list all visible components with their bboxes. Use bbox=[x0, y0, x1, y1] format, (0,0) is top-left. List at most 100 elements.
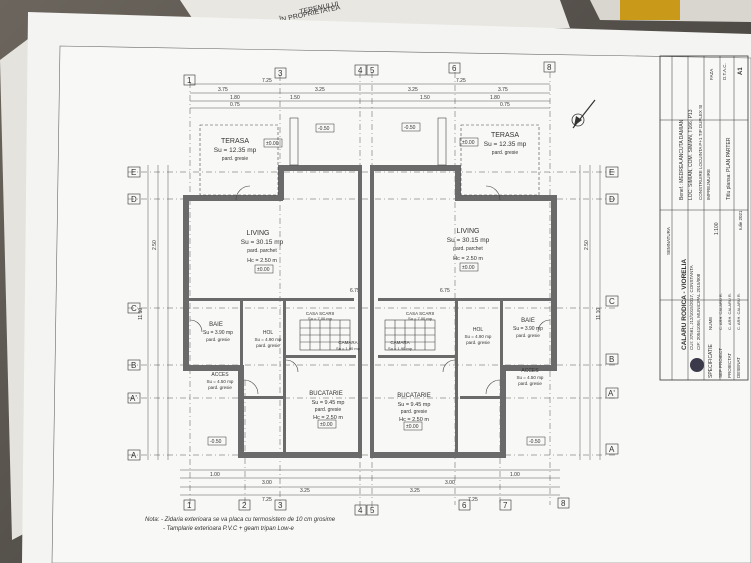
svg-text:7.25: 7.25 bbox=[262, 78, 272, 84]
svg-text:B: B bbox=[609, 355, 614, 364]
svg-text:1.50: 1.50 bbox=[420, 95, 430, 101]
room-area: Su = 1.90 mp bbox=[336, 346, 361, 351]
svg-text:3: 3 bbox=[278, 69, 283, 78]
room-area: Su = 3.90 mp bbox=[513, 326, 543, 332]
room-name: CASA SCARII bbox=[406, 311, 434, 316]
svg-text:8: 8 bbox=[561, 499, 566, 508]
svg-text:3.25: 3.25 bbox=[410, 488, 420, 494]
svg-text:±0.00: ±0.00 bbox=[406, 424, 419, 430]
svg-text:3.25: 3.25 bbox=[300, 488, 310, 494]
svg-text:7: 7 bbox=[503, 501, 508, 510]
axis-labels-top: 1 3 4 5 6 8 bbox=[183, 61, 556, 86]
room-height: Hc = 2.50 m bbox=[399, 417, 429, 423]
notes: Nota: - Zidaria exterioara se va placa c… bbox=[145, 517, 336, 532]
svg-text:0.75: 0.75 bbox=[230, 102, 240, 108]
svg-text:-0.50: -0.50 bbox=[529, 439, 541, 445]
role-signature: SEMNATURA bbox=[666, 227, 671, 255]
location: LOC: SIMIAN, COM. SIMIAN, T166, P13 bbox=[688, 109, 694, 200]
room-area: Su = 4.50 mp bbox=[517, 375, 544, 380]
svg-text:A: A bbox=[609, 445, 615, 454]
svg-text:1.00: 1.00 bbox=[510, 472, 520, 478]
svg-text:±0.00: ±0.00 bbox=[320, 422, 333, 428]
exterior-walls bbox=[183, 165, 557, 458]
sheet-title: Titlu plansa: PLAN PARTER bbox=[726, 137, 732, 200]
room-name: LIVING bbox=[457, 228, 480, 235]
dimension-lines bbox=[147, 83, 601, 496]
svg-text:-0.50: -0.50 bbox=[404, 125, 416, 131]
room-area: Su = 1.90 mp bbox=[388, 346, 413, 351]
svg-text:D: D bbox=[131, 195, 137, 204]
svg-text:C: C bbox=[609, 297, 615, 306]
svg-text:3.75: 3.75 bbox=[218, 87, 228, 93]
svg-text:2: 2 bbox=[242, 501, 247, 510]
svg-text:2.50: 2.50 bbox=[152, 240, 158, 250]
svg-text:C: C bbox=[131, 304, 137, 313]
room-floor: pard. parchet bbox=[247, 248, 277, 254]
plan-border bbox=[51, 45, 751, 563]
svg-text:1.80: 1.80 bbox=[490, 95, 500, 101]
svg-text:3.00: 3.00 bbox=[445, 480, 455, 486]
company-id: CUI: 37561, J12/1015/2017, CONSTANTA bbox=[689, 265, 694, 350]
svg-text:E: E bbox=[609, 168, 614, 177]
room-floor: pard. gresie bbox=[222, 156, 249, 162]
svg-text:1: 1 bbox=[187, 501, 192, 510]
room-name: HOL bbox=[473, 327, 484, 333]
room-area: Su = 4.90 mp bbox=[465, 334, 492, 339]
svg-text:3.25: 3.25 bbox=[315, 87, 325, 93]
yellow-tool bbox=[620, 0, 680, 20]
role-designed: PROIECTAT bbox=[727, 353, 732, 378]
svg-text:D: D bbox=[609, 195, 615, 204]
room-name: CAMARA bbox=[338, 340, 357, 345]
svg-text:±0.00: ±0.00 bbox=[462, 265, 475, 271]
svg-text:7.25: 7.25 bbox=[262, 497, 272, 503]
terraces bbox=[199, 117, 540, 196]
svg-text:6.75: 6.75 bbox=[350, 288, 360, 294]
svg-text:7.25: 7.25 bbox=[468, 497, 478, 503]
svg-text:4: 4 bbox=[358, 66, 363, 75]
room-name: HOL bbox=[263, 330, 274, 336]
svg-text:-0.50: -0.50 bbox=[210, 439, 222, 445]
svg-text:1: 1 bbox=[187, 76, 192, 85]
svg-text:3.00: 3.00 bbox=[262, 480, 272, 486]
room-floor: pard. parchet bbox=[453, 246, 483, 252]
axis-labels-bottom: 1 2 3 4 5 6 7 8 bbox=[183, 497, 570, 516]
svg-text:6.75: 6.75 bbox=[440, 288, 450, 294]
room-floor: pard. gresie bbox=[208, 385, 232, 390]
room-floor: pard. gresie bbox=[256, 343, 280, 348]
room-area: Su = 7.00 mp bbox=[408, 316, 433, 321]
room-name: LIVING bbox=[247, 230, 270, 237]
architect-1: C. ARH. CALARU R. bbox=[718, 293, 723, 330]
phase-label: FAZA bbox=[709, 69, 714, 80]
room-name: ACCES bbox=[521, 368, 539, 374]
axis-labels-right: E D C B A' A bbox=[605, 166, 619, 455]
room-area: Su = 30.15 mp bbox=[447, 237, 490, 244]
room-floor: pard. gresie bbox=[518, 381, 542, 386]
dimension-labels: 7.25 7.25 3.25 3.25 3.75 3.75 1.80 1.50 … bbox=[138, 78, 602, 503]
room-name: CAMARA bbox=[390, 340, 409, 345]
company-logo bbox=[690, 358, 704, 372]
svg-text:8: 8 bbox=[547, 63, 552, 72]
room-floor: pard. gresie bbox=[466, 340, 490, 345]
svg-text:6: 6 bbox=[462, 501, 467, 510]
svg-text:E: E bbox=[131, 168, 136, 177]
room-area: Su = 4.90 mp bbox=[255, 337, 282, 342]
project-name: CONSTRUIRE LOCUINTA P+1 TIP DUPLEX SI bbox=[698, 105, 703, 200]
scale: 1:100 bbox=[714, 222, 720, 235]
staircases bbox=[299, 319, 436, 351]
north-arrow-icon bbox=[571, 99, 596, 129]
room-area: Su = 9.45 mp bbox=[312, 400, 345, 406]
room-name: BAIE bbox=[521, 318, 535, 324]
note-2: - Tamplarie exterioara P.V.C + geam trip… bbox=[163, 526, 294, 532]
svg-text:7.25: 7.25 bbox=[456, 78, 466, 84]
room-area: Su = 9.45 mp bbox=[398, 402, 431, 408]
svg-text:B: B bbox=[131, 361, 136, 370]
room-area: Su = 4.50 mp bbox=[207, 379, 234, 384]
role-chief: SEF PROIECT bbox=[718, 348, 723, 378]
date: Iulie 2021 bbox=[738, 210, 743, 230]
room-area: Su = 30.15 mp bbox=[241, 239, 284, 246]
room-floor: pard. gresie bbox=[206, 337, 230, 342]
note-1: Nota: - Zidaria exterioara se va placa c… bbox=[145, 517, 336, 523]
room-name: CASA SCARII bbox=[306, 311, 334, 316]
owner-name: CALARU RODICA - VIORELIA bbox=[681, 259, 688, 350]
svg-text:4: 4 bbox=[358, 506, 363, 515]
